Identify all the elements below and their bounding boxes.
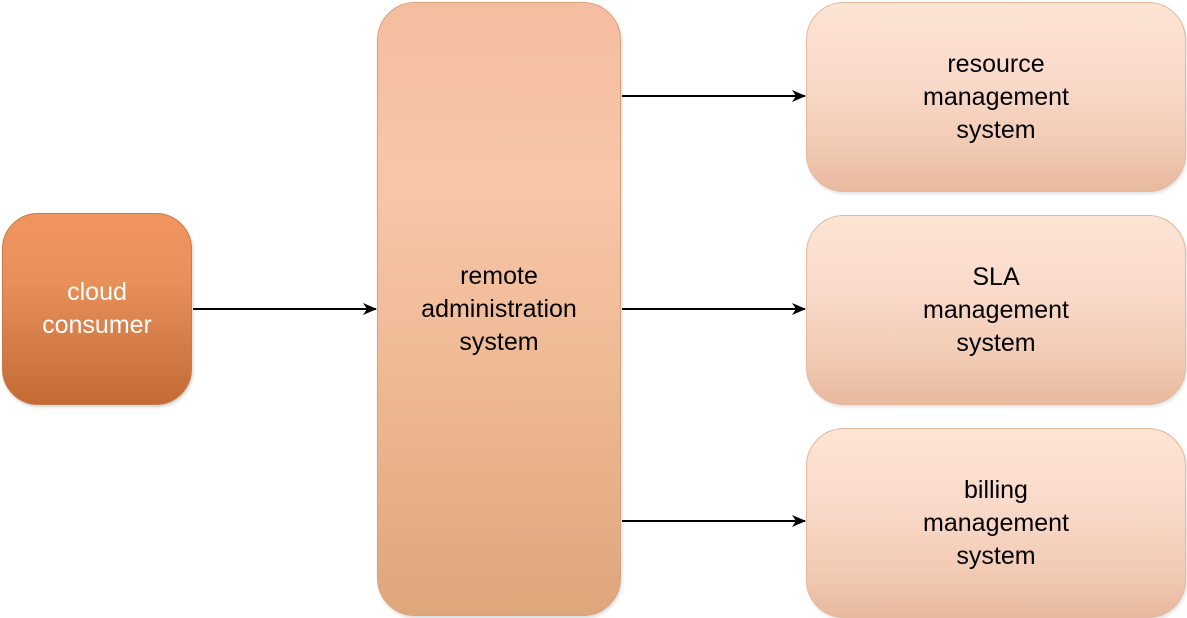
- cloud-consumer-label: cloud consumer: [42, 278, 152, 339]
- billing-management-system-label: billing management system: [923, 475, 1069, 570]
- sla-management-system-label: SLA management system: [923, 262, 1069, 357]
- resource-management-system-node: resource management system: [806, 2, 1186, 192]
- billing-management-system-node: billing management system: [806, 428, 1186, 618]
- remote-administration-system-label: remote administration system: [421, 261, 577, 356]
- remote-administration-system-node: remote administration system: [377, 2, 621, 616]
- resource-management-system-label: resource management system: [923, 49, 1069, 144]
- cloud-consumer-node: cloud consumer: [2, 213, 192, 405]
- sla-management-system-node: SLA management system: [806, 215, 1186, 405]
